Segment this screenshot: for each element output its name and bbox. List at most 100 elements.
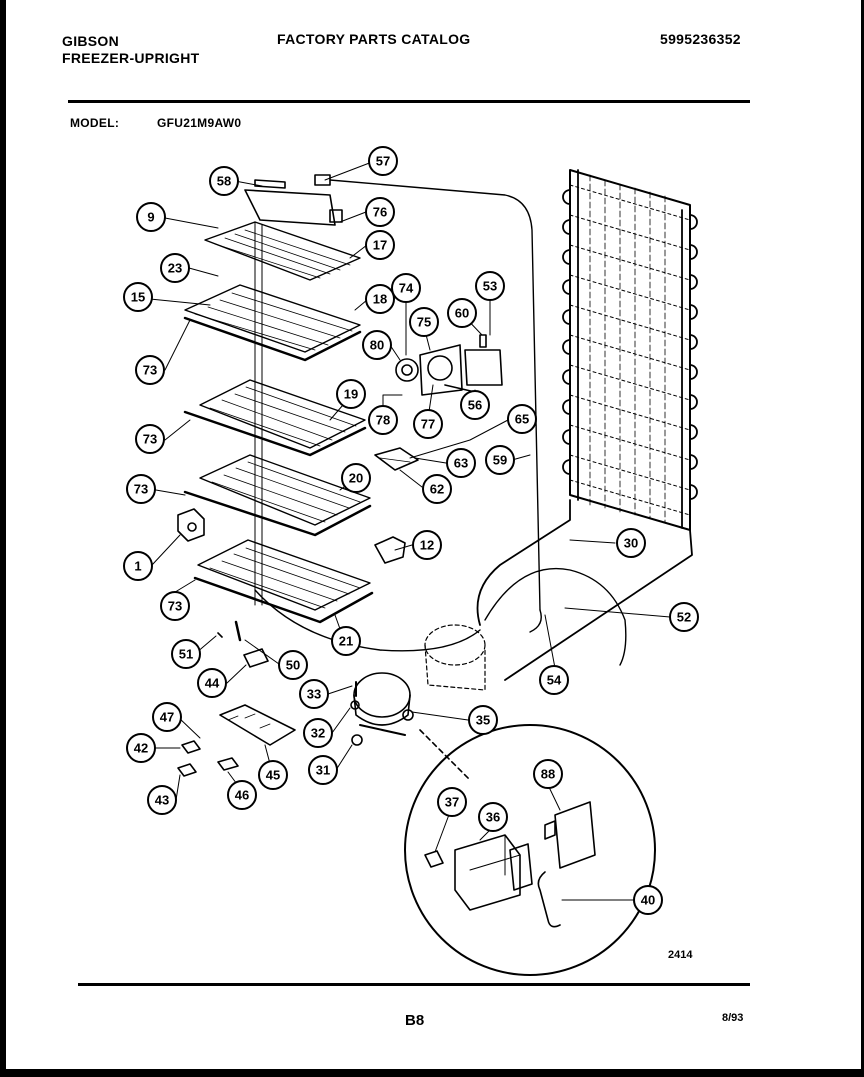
callout-bubble: 23 [160, 253, 190, 283]
light-housing [244, 174, 343, 226]
callout-bubble: 53 [475, 271, 505, 301]
callout-circle [341, 463, 371, 493]
callout-circle [409, 307, 439, 337]
callout-bubble: 19 [336, 379, 366, 409]
callout-bubble: 43 [147, 785, 177, 815]
callout-bubble: 35 [468, 705, 498, 735]
evaporator-coil [476, 169, 698, 681]
callout-number: 75 [417, 315, 431, 330]
callout-bubble: 36 [478, 802, 508, 832]
scan-border-right [861, 0, 864, 1077]
compressor [353, 672, 414, 736]
callout-circle [365, 230, 395, 260]
callout-circle [460, 390, 490, 420]
callout-number: 32 [311, 726, 325, 741]
callout-circle [446, 448, 476, 478]
callout-bubble: 73 [135, 355, 165, 385]
callout-number: 47 [160, 710, 174, 725]
callout-circle [123, 551, 153, 581]
page-number: B8 [405, 1012, 425, 1029]
callout-number: 53 [483, 279, 497, 294]
callout-bubble: 51 [171, 639, 201, 669]
callout-number: 33 [307, 687, 321, 702]
callout-circle [303, 718, 333, 748]
model-label: MODEL: [70, 116, 120, 130]
callout-circle [308, 755, 338, 785]
callout-circle [336, 379, 366, 409]
callout-number: 12 [420, 538, 434, 553]
callout-circle [437, 787, 467, 817]
callout-circle [485, 445, 515, 475]
callout-bubble: 73 [160, 591, 190, 621]
callout-bubble: 73 [135, 424, 165, 454]
callout-bubble: 52 [669, 602, 699, 632]
callout-bubble: 30 [616, 528, 646, 558]
callout-number: 56 [468, 398, 482, 413]
brand-name: GIBSON [62, 33, 120, 49]
callout-number: 88 [541, 767, 555, 782]
callout-bubble: 33 [299, 679, 329, 709]
callout-number: 60 [455, 306, 469, 321]
callout-number: 58 [217, 174, 231, 189]
revision-date: 8/93 [722, 1012, 744, 1024]
callout-number: 45 [266, 768, 280, 783]
callout-bubble: 18 [365, 284, 395, 314]
callout-number: 73 [143, 432, 157, 447]
callout-number: 59 [493, 453, 507, 468]
callout-circle [468, 705, 498, 735]
callout-bubble: 63 [446, 448, 476, 478]
callout-number: 20 [349, 471, 363, 486]
model-number: GFU21M9AW0 [157, 116, 242, 130]
callout-number: 50 [286, 658, 300, 673]
callout-bubble: 42 [126, 733, 156, 763]
callout-circle [362, 330, 392, 360]
callout-number: 40 [641, 893, 655, 908]
callout-number: 65 [515, 412, 529, 427]
callout-circle [475, 271, 505, 301]
callout-bubble: 50 [278, 650, 308, 680]
scan-border-left [0, 0, 6, 1077]
callout-number: 35 [476, 713, 490, 728]
callout-circle [669, 602, 699, 632]
callout-number: 54 [547, 673, 562, 688]
callout-number: 43 [155, 793, 169, 808]
callout-bubble: 88 [533, 759, 563, 789]
control-assembly [374, 447, 419, 471]
callout-bubble: 44 [197, 668, 227, 698]
callout-bubble: 73 [126, 474, 156, 504]
callout-circle [365, 284, 395, 314]
scan-border-bottom [0, 1069, 864, 1077]
callout-circle [422, 474, 452, 504]
callout-bubble: 56 [460, 390, 490, 420]
callout-number: 74 [399, 281, 414, 296]
footer-rule [78, 983, 750, 986]
tubing [254, 179, 627, 666]
callout-circle [152, 702, 182, 732]
callout-circle [227, 780, 257, 810]
callout-bubble: 47 [152, 702, 182, 732]
leader-lines [139, 161, 671, 901]
callout-bubble: 78 [368, 405, 398, 435]
callout-bubble: 1 [123, 551, 153, 581]
callout-circle [365, 197, 395, 227]
header-rule [68, 100, 750, 103]
callout-bubble: 60 [447, 298, 477, 328]
callout-number: 19 [344, 387, 358, 402]
callout-number: 52 [677, 610, 691, 625]
callout-circle [616, 528, 646, 558]
callout-number: 57 [376, 154, 390, 169]
callout-circle [412, 530, 442, 560]
callout-bubble: 9 [136, 202, 166, 232]
callout-circle [633, 885, 663, 915]
callout-number: 73 [168, 599, 182, 614]
callout-circle [331, 626, 361, 656]
shelves [183, 221, 374, 624]
callout-number: 51 [179, 647, 193, 662]
callout-bubble: 57 [368, 146, 398, 176]
callout-bubble: 58 [209, 166, 239, 196]
callout-bubble: 54 [539, 665, 569, 695]
callout-number: 63 [454, 456, 468, 471]
callout-circle [413, 409, 443, 439]
